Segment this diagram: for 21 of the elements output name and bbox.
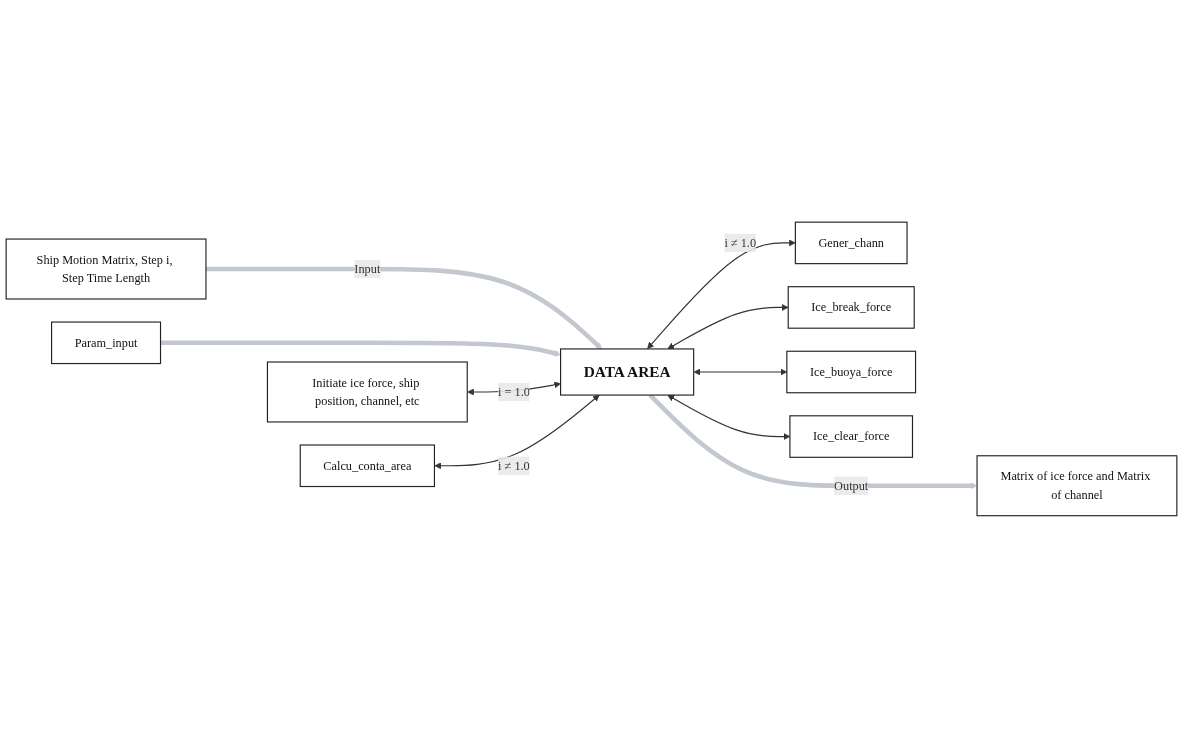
arrow bbox=[205, 266, 603, 349]
node-box: DATA AREA bbox=[560, 347, 695, 396]
node-box: Ice_buoya_force bbox=[786, 350, 917, 393]
node-box: Gener_chann bbox=[794, 221, 908, 264]
arrow bbox=[434, 394, 600, 469]
edge-label: i = 1.0 bbox=[497, 384, 530, 398]
edge-label: i ≠ 1.0 bbox=[498, 458, 530, 472]
edge-label: Output bbox=[834, 478, 869, 492]
node-box: Ice_clear_force bbox=[789, 414, 914, 458]
node-box: Param_input bbox=[51, 321, 162, 364]
arrow bbox=[648, 393, 978, 489]
node-box: Ice_break_force bbox=[787, 285, 915, 329]
node-box: Matrix of ice force and Matrix of channel bbox=[976, 454, 1178, 516]
arrow bbox=[160, 340, 561, 357]
arrow bbox=[647, 239, 796, 349]
node-box: Calcu_conta_area bbox=[299, 444, 435, 487]
edge-label: i ≠ 1.0 bbox=[724, 235, 757, 249]
node-box: Initiate ice force, ship position, channel, etc bbox=[266, 361, 468, 423]
edge-label: Input bbox=[354, 261, 381, 275]
arrow bbox=[667, 303, 789, 349]
node-box: Ship Motion Matrix, Step i, Step Time Length bbox=[5, 238, 207, 300]
